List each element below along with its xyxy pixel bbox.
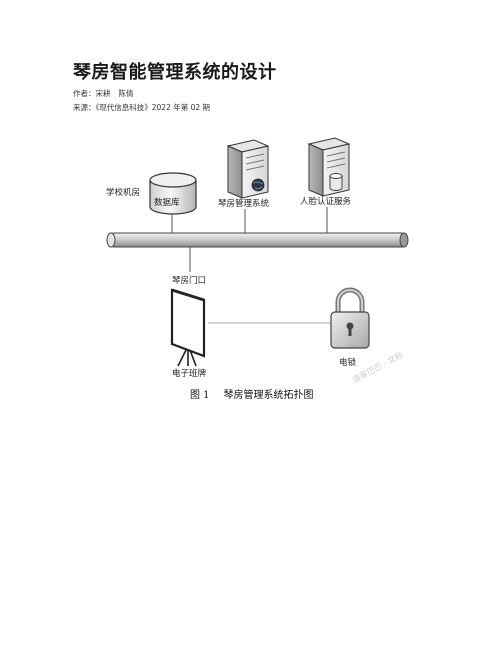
label-class-board: 电子班牌 — [172, 369, 207, 379]
author-name: 宋耕 — [95, 89, 111, 98]
source-text: 《现代信息科技》2022 年第 02 期 — [95, 103, 211, 112]
author-label: 作者： — [73, 89, 96, 98]
label-database: 数据库 — [154, 198, 180, 208]
source-label: 来源： — [73, 103, 96, 112]
author-name: 陈倩 — [118, 89, 134, 98]
caption-number: 图 1 — [190, 390, 210, 401]
caption-text: 琴房管理系统拓扑图 — [223, 390, 314, 401]
globe-icon — [251, 178, 265, 192]
author-line: 作者：宋耕陈倩 — [73, 88, 134, 99]
source-line: 来源：《现代信息科技》2022 年第 02 期 — [73, 102, 210, 113]
class-board-icon — [170, 288, 206, 367]
mini-database-icon — [329, 176, 343, 191]
database-icon — [149, 172, 197, 215]
label-door: 琴房门口 — [172, 276, 207, 286]
server-icon — [226, 139, 270, 199]
network-bus — [106, 232, 409, 248]
lock-icon — [330, 287, 370, 349]
server-icon — [307, 137, 351, 197]
label-piano-server: 琴房管理系统 — [218, 199, 270, 209]
figure-caption: 图 1 琴房管理系统拓扑图 — [190, 386, 314, 401]
connector-lines — [171, 207, 330, 324]
label-lock: 电锁 — [339, 358, 357, 368]
page-title: 琴房智能管理系统的设计 — [73, 62, 277, 83]
label-face-server: 人脸认证服务 — [300, 197, 352, 207]
label-school-room: 学校机房 — [106, 188, 141, 198]
